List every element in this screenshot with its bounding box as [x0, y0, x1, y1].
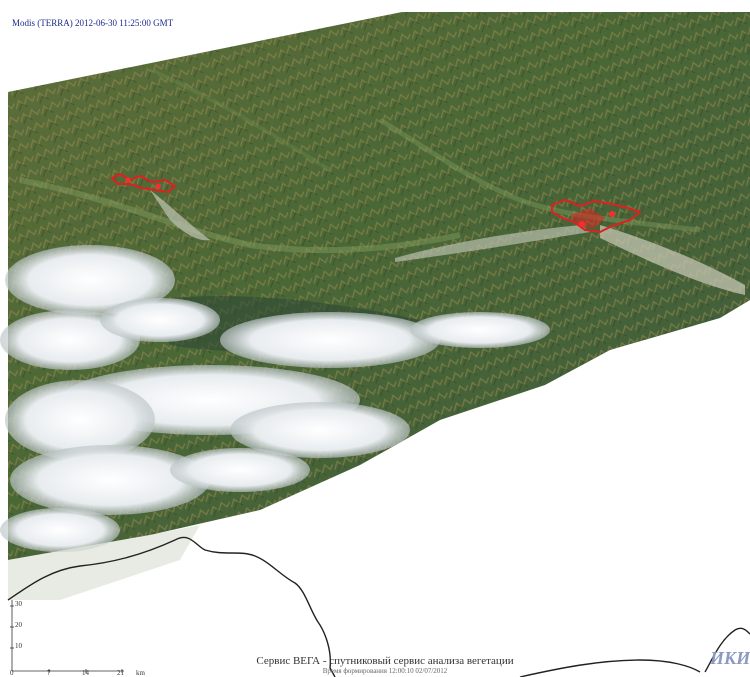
scale-tick-v: 20 — [15, 621, 22, 629]
border-line — [7, 536, 750, 677]
smoke-plumes — [150, 190, 745, 295]
image-caption: Modis (TERRA) 2012-06-30 11:25:00 GMT — [12, 18, 174, 28]
fire-hotspots — [110, 172, 643, 234]
scale-tick-h: 14 — [82, 669, 89, 677]
scale-tick-h: 21 — [117, 669, 124, 677]
scale-tick-h: 7 — [47, 669, 51, 677]
scale-tick-v: 10 — [15, 642, 22, 650]
fire-hotspot-west — [110, 172, 177, 194]
scale-unit: km — [136, 669, 145, 677]
footer-title: Сервис ВЕГА - спутниковый сервис анализа… — [256, 655, 514, 667]
cloud-cover — [0, 245, 550, 600]
footer-subtitle: Время формирования 12:00:10 02/07/2012 — [322, 667, 448, 675]
scale-tick-v: 30 — [15, 600, 22, 608]
fire-hotspot-east — [551, 198, 643, 234]
scale-tick-h: 0 — [10, 669, 14, 677]
iki-logo: ИКИ — [710, 648, 750, 668]
scale-bar — [10, 600, 124, 673]
